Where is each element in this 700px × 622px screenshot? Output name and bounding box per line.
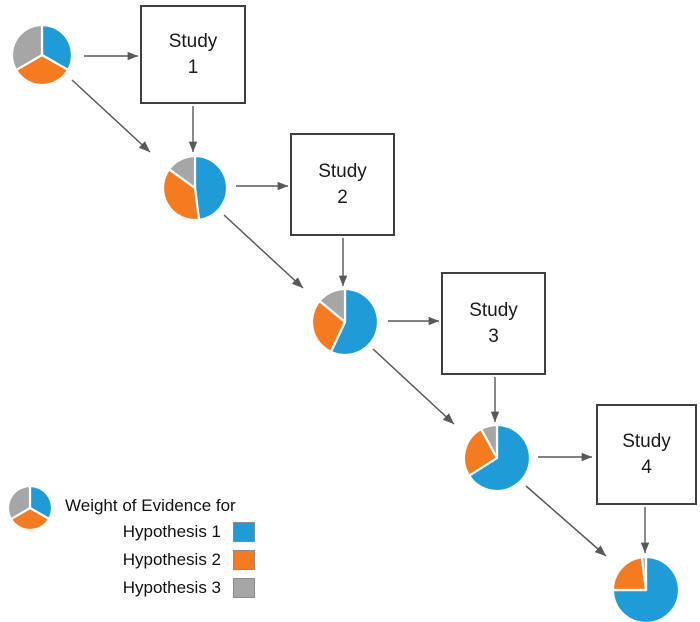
study-box-number: 2 xyxy=(337,186,348,208)
legend-row-2: Hypothesis 2 xyxy=(65,550,255,570)
study-box-1[interactable]: Study 1 xyxy=(140,5,246,104)
legend-label-1: Hypothesis 1 xyxy=(122,522,221,541)
legend-pie-slice-hypothesis_3 xyxy=(6,484,32,521)
pie-chart-3-slice-hypothesis_3 xyxy=(480,423,499,460)
pie-chart-3-slice-hypothesis_1 xyxy=(468,423,532,493)
legend-pie xyxy=(6,484,54,532)
pie-chart-2 xyxy=(310,287,380,357)
pie-chart-2-slice-hypothesis_2 xyxy=(310,299,347,353)
study-box-title: Study xyxy=(469,300,518,322)
pie-chart-0-slice-hypothesis_2 xyxy=(14,53,70,87)
study-box-number: 4 xyxy=(641,456,652,478)
legend-row-1: Hypothesis 1 xyxy=(65,522,255,542)
pie-chart-4-slice-hypothesis_3 xyxy=(640,555,648,592)
arrow-pie2-to-pie3 xyxy=(372,348,455,425)
legend-label-3: Hypothesis 3 xyxy=(122,578,221,597)
arrow-layer xyxy=(71,51,650,557)
study-box-number: 3 xyxy=(488,325,499,347)
pie-chart-layer xyxy=(10,23,681,622)
pie-chart-0-slice-hypothesis_3 xyxy=(10,23,44,72)
legend-pie-icon xyxy=(6,484,54,532)
pie-chart-1-slice-hypothesis_2 xyxy=(161,168,201,222)
legend-row-3: Hypothesis 3 xyxy=(65,578,255,598)
legend-label-2: Hypothesis 2 xyxy=(122,550,221,569)
legend: Weight of Evidence for Hypothesis 1 Hypot… xyxy=(8,484,258,614)
legend-swatch-hypothesis-3 xyxy=(233,578,255,598)
legend-swatch-hypothesis-1 xyxy=(233,522,255,542)
arrow-pie0-to-pie1 xyxy=(71,79,151,153)
study-box-title: Study xyxy=(168,31,218,53)
study-box-title: Study xyxy=(622,431,671,453)
pie-chart-2-slice-hypothesis_1 xyxy=(329,287,380,357)
study-box-number: 1 xyxy=(187,56,199,78)
legend-title: Weight of Evidence for xyxy=(65,496,236,515)
pie-chart-1 xyxy=(161,154,229,222)
pie-chart-0 xyxy=(10,23,74,87)
arrow-pie3-to-pie4 xyxy=(525,485,607,557)
study-box-3[interactable]: Study 3 xyxy=(441,272,546,375)
study-box-4[interactable]: Study 4 xyxy=(596,404,697,505)
pie-chart-1-slice-hypothesis_3 xyxy=(168,154,197,190)
arrow-pie1-to-pie2 xyxy=(223,214,304,289)
pie-chart-4-slice-hypothesis_2 xyxy=(611,556,648,592)
pie-chart-3-slice-hypothesis_2 xyxy=(462,427,499,477)
legend-pie-slice-hypothesis_2 xyxy=(9,506,51,532)
pie-chart-3 xyxy=(462,423,532,493)
pie-chart-2-slice-hypothesis_3 xyxy=(318,287,347,324)
study-box-title: Study xyxy=(318,161,367,183)
legend-swatch-hypothesis-2 xyxy=(233,550,255,570)
pie-chart-1-slice-hypothesis_1 xyxy=(193,154,229,221)
study-box-2[interactable]: Study 2 xyxy=(290,133,395,236)
pie-chart-4 xyxy=(611,555,681,622)
